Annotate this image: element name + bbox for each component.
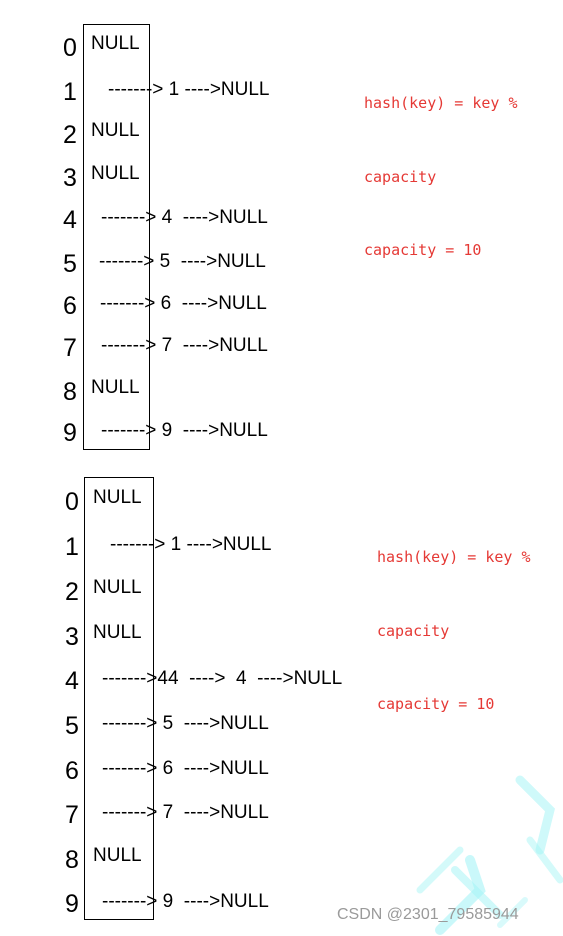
- decor-stroke: [416, 846, 464, 894]
- decor-stroke: [526, 836, 563, 884]
- note-line: capacity: [377, 621, 450, 640]
- bucket-index: 7: [63, 334, 77, 362]
- bucket-chain: -------> 6 ---->NULL: [100, 293, 267, 314]
- hash-function-note: hash(key) = key % capacity capacity = 10: [377, 496, 531, 766]
- bucket-chain: -------> 5 ---->NULL: [99, 251, 266, 272]
- bucket-null-label: NULL: [91, 377, 140, 398]
- bucket-row: 5 -------> 5 ---->NULL: [0, 711, 563, 741]
- bucket-row: 6 -------> 6 ---->NULL: [0, 756, 563, 786]
- bucket-index: 6: [63, 292, 77, 320]
- bucket-index: 5: [63, 250, 77, 278]
- bucket-chain: -------> 1 ---->NULL: [110, 534, 272, 555]
- bucket-row: 3 NULL: [0, 622, 563, 652]
- bucket-index: 6: [65, 757, 79, 785]
- bucket-chain: -------> 4 ---->NULL: [101, 207, 268, 228]
- bucket-null-label: NULL: [93, 845, 142, 866]
- bucket-row: 1 -------> 1 ---->NULL: [0, 532, 563, 562]
- bucket-null-label: NULL: [91, 33, 140, 54]
- bucket-chain: ------->44 ----> 4 ---->NULL: [102, 668, 343, 689]
- bucket-index: 8: [65, 846, 79, 874]
- bucket-row: 9 -------> 9 ---->NULL: [0, 418, 563, 448]
- bucket-chain: -------> 5 ---->NULL: [102, 713, 269, 734]
- hash-table-diagram-2: 0 NULL 1 -------> 1 ---->NULL 2 NULL 3 N…: [0, 456, 563, 920]
- note-line: capacity = 10: [364, 241, 482, 259]
- bucket-index: 1: [63, 78, 77, 106]
- bucket-index: 8: [63, 378, 77, 406]
- bucket-array-box: [83, 24, 150, 450]
- bucket-index: 3: [65, 623, 79, 651]
- bucket-chain: -------> 9 ---->NULL: [102, 891, 269, 912]
- bucket-row: 4 ------->44 ----> 4 ---->NULL: [0, 666, 563, 696]
- hash-function-note: hash(key) = key % capacity capacity = 10: [364, 42, 518, 312]
- bucket-row: 0 NULL: [0, 33, 563, 63]
- bucket-index: 3: [63, 164, 77, 192]
- bucket-row: 5 -------> 5 ---->NULL: [0, 249, 563, 279]
- bucket-array-box: [84, 477, 154, 920]
- bucket-row: 0 NULL: [0, 487, 563, 517]
- bucket-row: 2 NULL: [0, 120, 563, 150]
- bucket-index: 7: [65, 801, 79, 829]
- bucket-index: 5: [65, 712, 79, 740]
- bucket-index: 9: [65, 890, 79, 918]
- bucket-row: 4 -------> 4 ---->NULL: [0, 205, 563, 235]
- bucket-index: 9: [63, 419, 77, 447]
- bucket-null-label: NULL: [93, 577, 142, 598]
- bucket-index: 2: [65, 578, 79, 606]
- bucket-index: 1: [65, 533, 79, 561]
- note-line: hash(key) = key %: [364, 94, 518, 112]
- bucket-row: 1 -------> 1 ---->NULL: [0, 77, 563, 107]
- note-line: capacity: [364, 167, 437, 186]
- bucket-row: 8 NULL: [0, 845, 563, 875]
- bucket-row: 7 -------> 7 ---->NULL: [0, 333, 563, 363]
- hash-table-diagram-1: 0 NULL 1 -------> 1 ---->NULL 2 NULL 3 N…: [0, 0, 563, 460]
- bucket-index: 4: [65, 667, 79, 695]
- note-line: capacity = 10: [377, 695, 495, 713]
- decor-stroke: [497, 897, 528, 928]
- decor-strokes: [416, 775, 563, 935]
- decor-stroke: [451, 866, 504, 919]
- watermark-decoration: [416, 775, 563, 935]
- bucket-chain: -------> 7 ---->NULL: [101, 335, 268, 356]
- bucket-row: 2 NULL: [0, 577, 563, 607]
- bucket-index: 0: [65, 488, 79, 516]
- note-line: hash(key) = key %: [377, 548, 531, 566]
- bucket-row: 3 NULL: [0, 163, 563, 193]
- bucket-index: 4: [63, 206, 77, 234]
- csdn-watermark: CSDN @2301_79585944: [337, 906, 519, 923]
- bucket-null-label: NULL: [91, 163, 140, 184]
- bucket-null-label: NULL: [93, 622, 142, 643]
- bucket-index: 2: [63, 121, 77, 149]
- bucket-row: 6 -------> 6 ---->NULL: [0, 291, 563, 321]
- bucket-chain: -------> 7 ---->NULL: [102, 802, 269, 823]
- bucket-chain: -------> 6 ---->NULL: [102, 758, 269, 779]
- bucket-row: 8 NULL: [0, 377, 563, 407]
- bucket-row: 9 -------> 9 ---->NULL: [0, 889, 563, 919]
- bucket-null-label: NULL: [91, 120, 140, 141]
- bucket-null-label: NULL: [93, 487, 142, 508]
- bucket-chain: -------> 1 ---->NULL: [108, 79, 270, 100]
- bucket-index: 0: [63, 34, 77, 62]
- bucket-row: 7 -------> 7 ---->NULL: [0, 800, 563, 830]
- decor-stroke: [515, 775, 555, 855]
- bucket-chain: -------> 9 ---->NULL: [101, 420, 268, 441]
